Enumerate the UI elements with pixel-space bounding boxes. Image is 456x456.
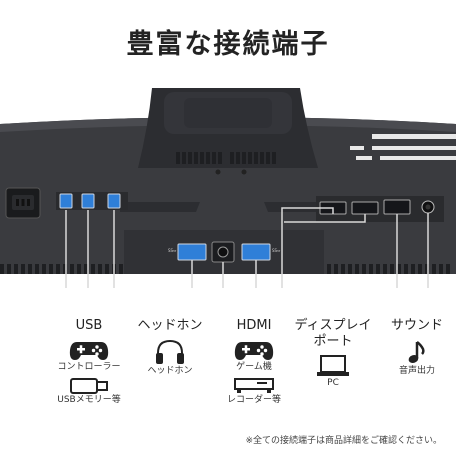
category-label-sound: サウンド [390, 318, 443, 333]
category-displayport: ディスプレイ ポート PC [290, 318, 376, 389]
dp-item-pc: PC [327, 378, 339, 388]
category-hdmi: HDMI ゲーム機 レコーダー等 [220, 318, 288, 406]
laptop-icon [317, 355, 349, 376]
category-label-dp-line2: ポート [313, 334, 353, 349]
usb-stick-icon [70, 378, 108, 394]
hdmi-item-game: ゲーム機 [236, 362, 272, 372]
recorder-icon [234, 378, 274, 393]
monitor-back-illustration: SS⇔ SS⇔ [0, 88, 456, 288]
category-usb: USB コントローラー USBメモリー等 [52, 318, 126, 406]
category-label-headphone: ヘッドホン [137, 318, 203, 333]
gamepad-icon [69, 342, 109, 360]
gamepad-icon [234, 342, 274, 360]
category-label-dp-line1: ディスプレイ [294, 318, 372, 333]
hdmi-item-recorder: レコーダー等 [226, 395, 281, 405]
footnote: ※全ての接続端子は商品詳細をご確認ください。 [245, 436, 442, 446]
usb-port-label-left: SS⇔ [168, 248, 177, 253]
category-label-usb: USB [75, 318, 103, 333]
page-title: 豊富な接続端子 [126, 29, 330, 60]
sound-item-output: 音声出力 [398, 366, 435, 376]
headphone-item: ヘッドホン [147, 366, 193, 376]
music-note-icon [408, 341, 425, 363]
usb-port-label-right: SS⇔ [272, 248, 281, 253]
usb-item-controller: コントローラー [57, 362, 121, 372]
headphones-icon [156, 339, 184, 364]
category-label-hdmi: HDMI [236, 318, 272, 333]
monitor-back-svg [0, 88, 456, 288]
usb-item-memory: USBメモリー等 [57, 395, 121, 405]
category-sound: サウンド 音声出力 [384, 318, 450, 377]
category-headphone: ヘッドホン ヘッドホン [136, 318, 204, 377]
